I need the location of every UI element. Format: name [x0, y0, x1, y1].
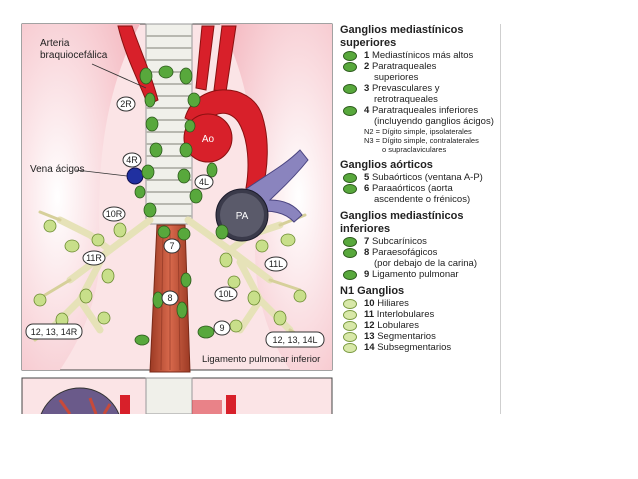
- n1-lymph-nodes: [33, 219, 307, 333]
- station-9: 9: [213, 320, 231, 336]
- node-dark-icon: [343, 51, 357, 61]
- node-light-icon: [343, 299, 357, 309]
- ao-label: Ao: [202, 134, 215, 145]
- station-10l: 10L: [214, 286, 238, 302]
- svg-text:9: 9: [219, 323, 224, 333]
- legend-item-5: 5 Subaórticos (ventana A-P): [340, 172, 500, 183]
- station-7: 7: [163, 238, 181, 254]
- legend-item-3-cont: retrotraqueales: [374, 94, 438, 105]
- station-8: 8: [161, 290, 179, 306]
- svg-text:10L: 10L: [218, 289, 233, 299]
- legend-note-supra: o supraclaviculares: [382, 145, 447, 154]
- legend-item-1: 1 Mediastínicos más altos: [340, 50, 500, 61]
- station-11r: 11R: [82, 250, 106, 266]
- legend-item-4: 4 Paratraqueales inferiores: [340, 105, 500, 116]
- right-lung: [22, 24, 140, 370]
- legend-item-11: 11 Interlobulares: [340, 309, 500, 320]
- node-dark-icon: [343, 248, 357, 258]
- arteria-label: Arteria: [40, 38, 70, 49]
- vena-acigos-label: Vena ácigos: [30, 164, 85, 175]
- svg-text:4L: 4L: [199, 177, 209, 187]
- aorta: [183, 113, 233, 163]
- pa-label: PA: [236, 211, 249, 222]
- station-4r: 4R: [122, 152, 142, 168]
- node-light-icon: [343, 343, 357, 353]
- node-dark-icon: [343, 84, 357, 94]
- legend-note-n2: N2 = Dígito simple, ipsolaterales: [364, 127, 472, 136]
- legend: Ganglios mediastínicos superiores 1 Medi…: [340, 24, 500, 353]
- legend-item-6-cont: ascendente o frénicos): [374, 194, 471, 205]
- legend-aortic-title: Ganglios aórticos: [340, 159, 433, 171]
- legend-inferior-title: Ganglios mediastínicos inferiores: [340, 210, 464, 235]
- svg-text:7: 7: [169, 241, 174, 251]
- second-panel: [21, 377, 333, 414]
- svg-text:11L: 11L: [269, 259, 283, 269]
- separator: [500, 24, 501, 414]
- legend-item-9: 9 Ligamento pulmonar: [340, 269, 500, 280]
- svg-text:11R: 11R: [86, 253, 102, 263]
- legend-superior-title: Ganglios mediastínicos superiores: [340, 24, 464, 49]
- lymph-node-diagram: Ao PA: [21, 23, 333, 414]
- legend-item-2-cont: superiores: [374, 72, 419, 83]
- legend-item-12: 12 Lobulares: [340, 320, 500, 331]
- braquiocefalica-label: braquiocefálica: [40, 50, 108, 61]
- node-light-icon: [343, 310, 357, 320]
- station-2r: 2R: [116, 96, 136, 112]
- station-11l: 11L: [264, 256, 288, 272]
- station-4l: 4L: [194, 174, 214, 190]
- node-dark-icon: [343, 270, 357, 280]
- legend-item-4-cont: (incluyendo ganglios ácigos): [374, 116, 494, 127]
- lymph-nodes: [134, 65, 229, 346]
- legend-item-3: 3 Prevasculares y: [340, 83, 500, 94]
- svg-text:10R: 10R: [106, 209, 123, 219]
- legend-item-8-cont: (por debajo de la carina): [374, 258, 477, 269]
- left-lung: [220, 24, 332, 370]
- station-10r: 10R: [102, 206, 126, 222]
- legend-n1-title: N1 Ganglios: [340, 285, 405, 297]
- svg-text:12, 13, 14L: 12, 13, 14L: [272, 335, 317, 345]
- trachea: [145, 23, 193, 225]
- station-12-13-14r: 12, 13, 14R: [25, 323, 83, 340]
- legend-item-8: 8 Paraesofágicos: [340, 247, 500, 258]
- legend-item-2: 2 Paratraqueales: [340, 61, 500, 72]
- node-dark-icon: [343, 62, 357, 72]
- node-dark-icon: [343, 106, 357, 116]
- ligamento-label: Ligamento pulmonar inferior: [202, 354, 320, 365]
- legend-note-n3: N3 = Dígito simple, contralaterales: [364, 136, 479, 145]
- svg-text:4R: 4R: [126, 155, 138, 165]
- svg-text:12, 13, 14R: 12, 13, 14R: [31, 327, 78, 337]
- svg-text:2R: 2R: [120, 99, 132, 109]
- node-dark-icon: [343, 173, 357, 183]
- svg-text:8: 8: [167, 293, 172, 303]
- legend-item-6: 6 Paraaórticos (aorta: [340, 183, 500, 194]
- station-12-13-14l: 12, 13, 14L: [265, 331, 325, 348]
- node-light-icon: [343, 332, 357, 342]
- legend-item-13: 13 Segmentarios: [340, 331, 500, 342]
- node-dark-icon: [343, 184, 357, 194]
- node-light-icon: [343, 321, 357, 331]
- legend-item-10: 10 Hiliares: [340, 298, 500, 309]
- azygos-vein: [126, 167, 144, 185]
- legend-item-7: 7 Subcarínicos: [340, 236, 500, 247]
- legend-item-14: 14 Subsegmentarios: [340, 342, 500, 353]
- node-dark-icon: [343, 237, 357, 247]
